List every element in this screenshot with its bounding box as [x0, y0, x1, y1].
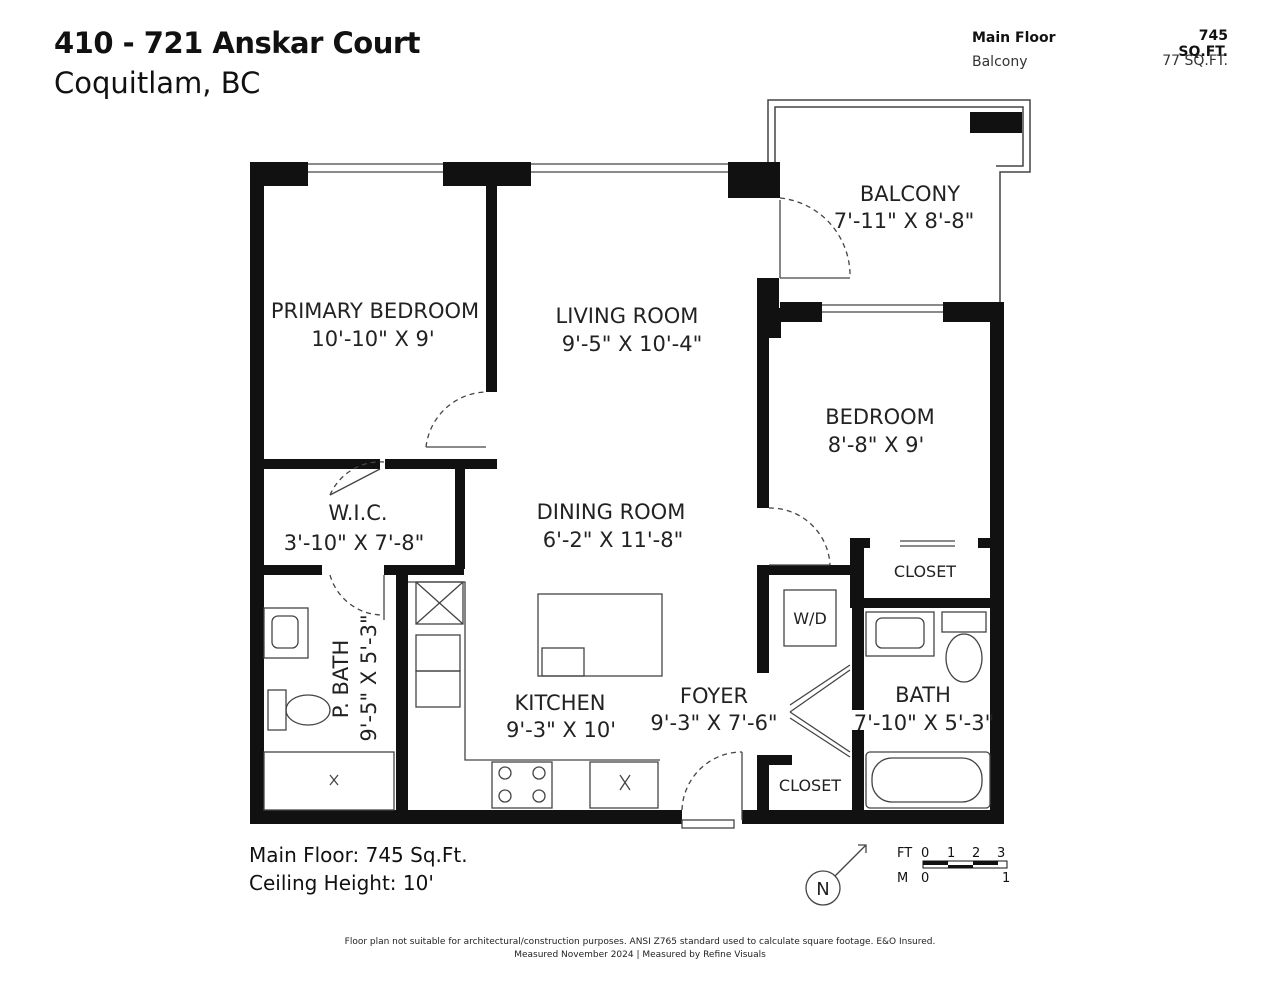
room-foyer-name: FOYER: [680, 684, 748, 708]
room-foyer-dims: 9'-3" X 7'-6": [650, 711, 777, 735]
room-pbath-name: P. BATH: [329, 640, 353, 719]
compass-icon: [805, 844, 867, 906]
room-bedroom-dims: 8'-8" X 9': [828, 433, 925, 457]
balcony-railing: [767, 99, 1031, 307]
scale-m-tick-0: 0: [921, 871, 929, 886]
room-kitchen-dims: 9'-3" X 10': [506, 718, 616, 742]
room-living-name: LIVING ROOM: [556, 304, 699, 328]
walls: [250, 162, 1004, 824]
doors: [329, 197, 955, 829]
room-bath-name: BATH: [895, 683, 951, 707]
main-floor-area-label: Main Floor: [972, 30, 1056, 46]
scale-ft-tick-2: 2: [972, 846, 980, 861]
room-primary-bedroom-dims: 10'-10" X 9': [311, 327, 434, 351]
scale-ft-tick-1: 1: [947, 846, 955, 861]
compass-north-letter: N: [816, 879, 829, 900]
room-pbath-dims: 9'-5" X 5'-3": [357, 614, 381, 741]
windows: [308, 163, 943, 313]
scale-ft-tick-3: 3: [997, 846, 1005, 861]
property-address: 410 - 721 Anskar Court: [54, 26, 421, 60]
room-closet-foyer-name: CLOSET: [779, 776, 841, 795]
kitchen-fixtures: [408, 581, 663, 809]
room-wd-name: W/D: [793, 609, 827, 628]
balcony-area-value: 77 SQ.FT.: [1162, 53, 1228, 69]
property-city: Coquitlam, BC: [54, 66, 261, 100]
room-living-dims: 9'-5" X 10'-4": [562, 332, 703, 356]
room-dining-name: DINING ROOM: [537, 500, 686, 524]
room-primary-bedroom-name: PRIMARY BEDROOM: [271, 299, 479, 323]
scale-m-label: M: [897, 871, 908, 886]
room-closet-bedroom-name: CLOSET: [894, 562, 956, 581]
room-balcony-name: BALCONY: [860, 182, 960, 206]
main-floor-area-value: 745 SQ.FT.: [1178, 28, 1228, 60]
summary-main-floor: Main Floor: 745 Sq.Ft.: [249, 843, 468, 867]
disclaimer-text: Floor plan not suitable for architectura…: [344, 937, 936, 947]
room-kitchen-name: KITCHEN: [515, 691, 606, 715]
balcony-area-label: Balcony: [972, 54, 1028, 70]
room-balcony-dims: 7'-11" X 8'-8": [834, 209, 975, 233]
measured-by-text: Measured November 2024 | Measured by Ref…: [514, 950, 766, 960]
balcony-heater: [970, 112, 1022, 133]
room-wic-name: W.I.C.: [328, 501, 387, 525]
scale-ft-tick-0: 0: [921, 846, 929, 861]
summary-ceiling-height: Ceiling Height: 10': [249, 871, 434, 895]
room-bedroom-name: BEDROOM: [825, 405, 935, 429]
room-dining-dims: 6'-2" X 11'-8": [543, 528, 684, 552]
room-wic-dims: 3'-10" X 7'-8": [284, 531, 425, 555]
bath-fixtures: [263, 589, 991, 811]
scale-bar: FT 0 1 2 3 M 0 1: [897, 846, 1010, 886]
scale-ft-label: FT: [897, 846, 912, 861]
scale-m-tick-1: 1: [1002, 871, 1010, 886]
room-bath-dims: 7'-10" X 5'-3": [854, 711, 995, 735]
